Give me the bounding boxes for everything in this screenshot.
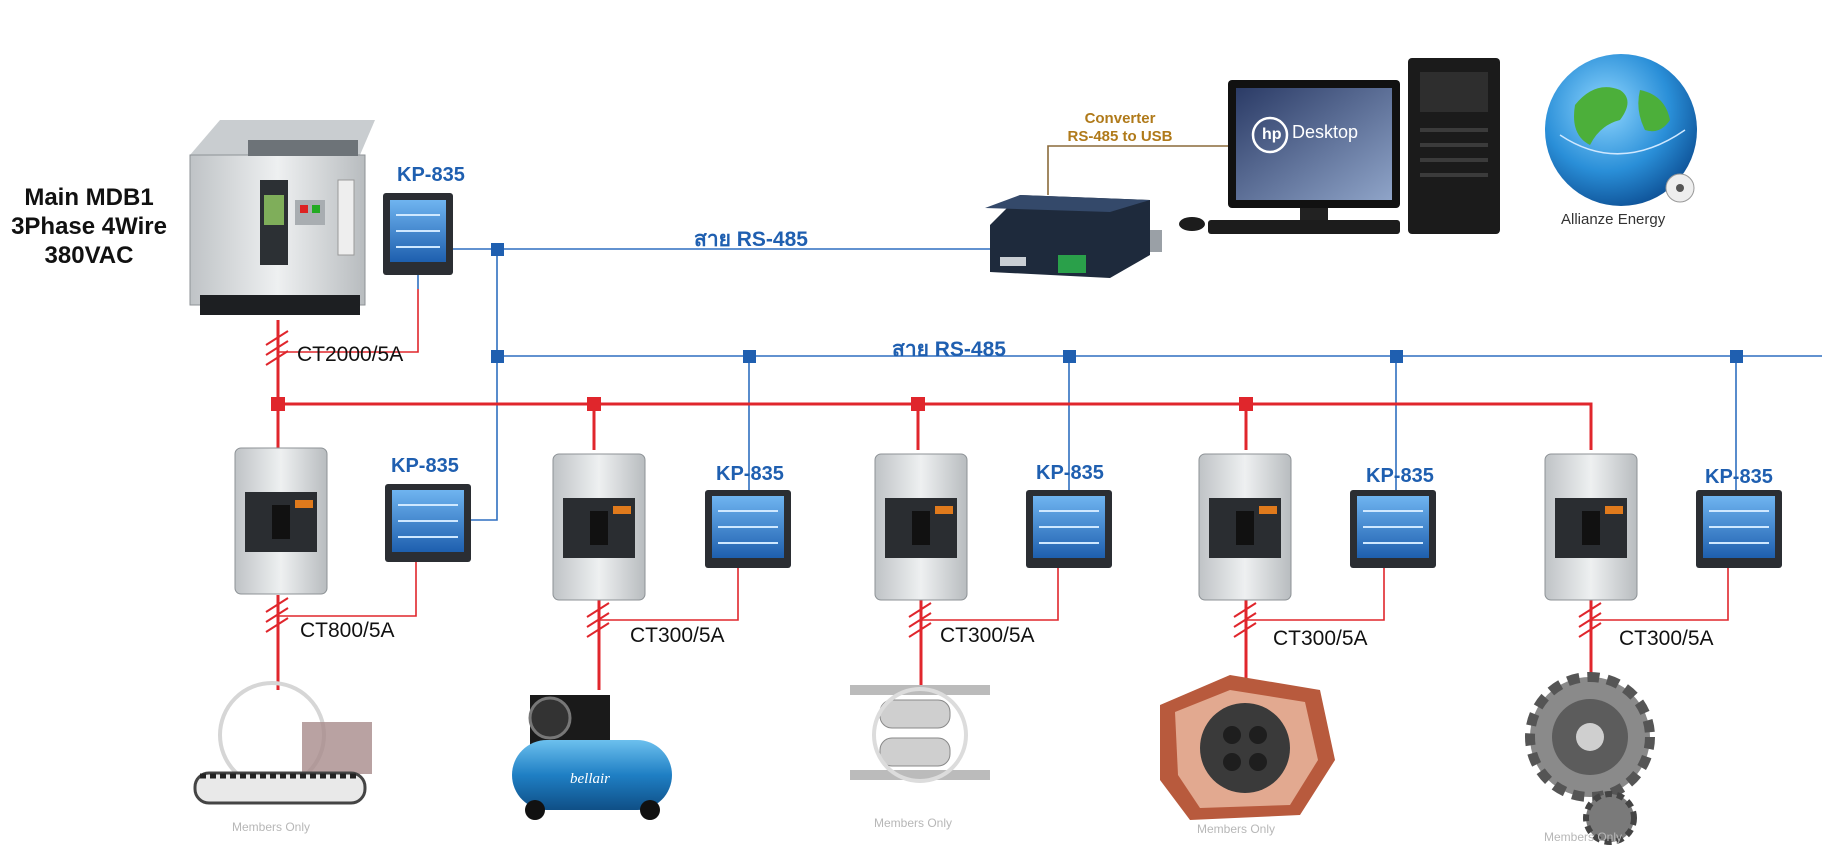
- main-acb-breaker-image: [189, 120, 375, 315]
- load-watermark-3: Members Only: [874, 816, 953, 830]
- rs485-network: [417, 145, 1822, 521]
- main-panel-title-line2: 3Phase 4Wire: [11, 213, 167, 240]
- mccb-breaker-image-1: [234, 447, 328, 595]
- converter-label: Converter RS-485 to USB: [1055, 110, 1185, 146]
- branch-meter-label-2: KP-835: [716, 463, 784, 485]
- rs485-riser: [470, 249, 498, 521]
- ct-connections: [278, 289, 1729, 621]
- load-watermark-5: Members Only: [1544, 830, 1623, 844]
- branch-ct-label-5: CT300/5A: [1619, 627, 1714, 650]
- main-meter-label: KP-835: [397, 164, 465, 186]
- main-busbar: [278, 402, 1593, 450]
- desktop-computer-image: [1179, 58, 1500, 234]
- branch-ct-label-2: CT300/5A: [630, 624, 725, 647]
- branch-meter-label-1: KP-835: [391, 455, 459, 477]
- company-name: Allianze Energy: [1561, 211, 1666, 228]
- mccb-breaker-image-2: [552, 453, 646, 601]
- branch-meter-image-3: [1026, 490, 1112, 568]
- branch-breakers: [234, 447, 1638, 601]
- roller-conveyor-icon: [850, 685, 990, 783]
- rs485-lower-label: สาย RS-485: [892, 338, 1006, 361]
- main-panel-title: Main MDB1 3Phase 4Wire 380VAC: [0, 183, 178, 270]
- kiln-icon: [1160, 675, 1335, 820]
- mccb-breaker-image-4: [1198, 453, 1292, 601]
- load-watermark-1: Members Only: [232, 820, 311, 834]
- branch-meter-label-3: KP-835: [1036, 462, 1104, 484]
- conveyor-icon: [193, 681, 372, 805]
- rs485-junctions: [491, 243, 1743, 363]
- computer-screen-text: Desktop: [1292, 122, 1359, 142]
- branch-meter-image-2: [705, 490, 791, 568]
- branch-meter-image-1: [385, 484, 471, 562]
- converter-label-line2: RS-485 to USB: [1067, 128, 1173, 145]
- branch-ct-label-1: CT800/5A: [300, 619, 395, 642]
- main-panel-title-line1: Main MDB1: [24, 184, 154, 211]
- mccb-breaker-image-3: [874, 453, 968, 601]
- converter-label-line1: Converter: [1084, 110, 1156, 127]
- gear-icon: [1525, 672, 1655, 845]
- converter-usb-cable: [1047, 145, 1228, 195]
- air-compressor-icon: bellair: [512, 695, 672, 820]
- branch-ct-label-3: CT300/5A: [940, 624, 1035, 647]
- branch-meter-image-4: [1350, 490, 1436, 568]
- branch-meter-label-5: KP-835: [1705, 466, 1773, 488]
- branch-meter-label-4: KP-835: [1366, 465, 1434, 487]
- main-ct-label: CT2000/5A: [297, 343, 404, 366]
- rs485-upper-label: สาย RS-485: [694, 228, 808, 251]
- ct-hatch-marks: [265, 330, 1602, 638]
- branch-meter-image-5: [1696, 490, 1782, 568]
- power-junctions: [271, 397, 1253, 411]
- globe-logo-icon: [1545, 54, 1697, 206]
- branch-ct-label-4: CT300/5A: [1273, 627, 1368, 650]
- main-panel-title-line3: 380VAC: [44, 242, 134, 269]
- computer-brand: hp: [1262, 126, 1282, 143]
- mccb-breaker-image-5: [1544, 453, 1638, 601]
- main-power-meter-image: [383, 193, 453, 275]
- branch-meters: [385, 484, 1782, 568]
- rs485-usb-converter-image: [985, 195, 1162, 278]
- compressor-brand: bellair: [570, 771, 610, 787]
- load-watermark-4: Members Only: [1197, 822, 1276, 836]
